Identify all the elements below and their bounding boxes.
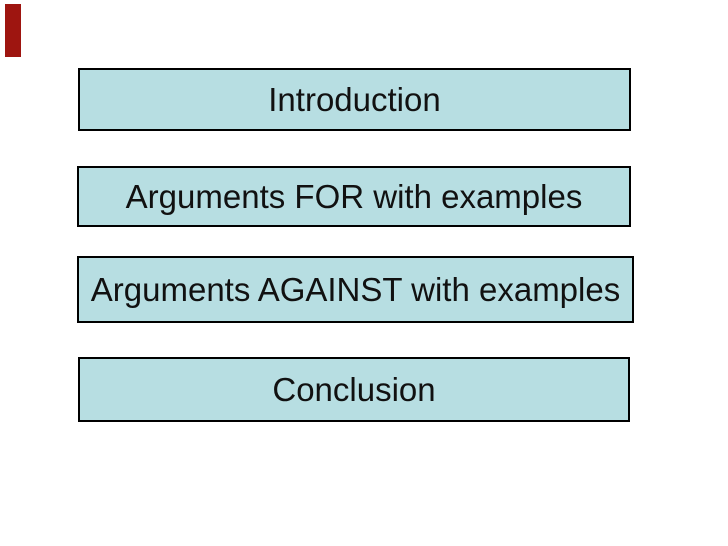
outline-box-introduction: Introduction: [78, 68, 631, 131]
red-accent-mark: [5, 4, 21, 57]
outline-box-label: Introduction: [268, 81, 441, 118]
outline-box-label: Arguments FOR with examples: [125, 178, 583, 215]
outline-box-label: Conclusion: [272, 371, 436, 408]
outline-box-arguments-against: Arguments AGAINST with examples: [77, 256, 634, 323]
outline-box-conclusion: Conclusion: [78, 357, 630, 422]
outline-box-label: Arguments AGAINST with examples: [90, 271, 621, 308]
outline-box-arguments-for: Arguments FOR with examples: [77, 166, 631, 227]
